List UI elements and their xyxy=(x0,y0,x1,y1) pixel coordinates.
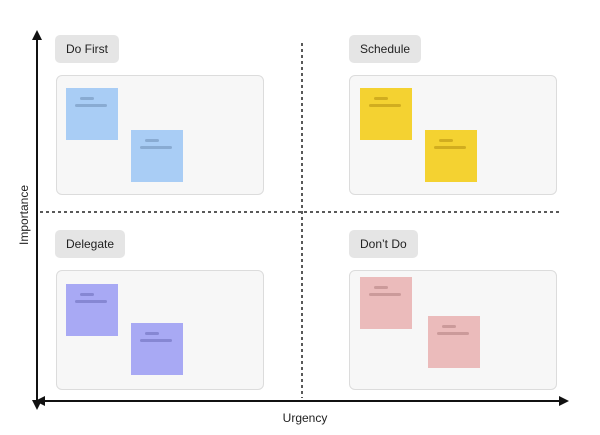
sticky-note[interactable] xyxy=(66,284,118,336)
note-line xyxy=(437,332,469,335)
sticky-note[interactable] xyxy=(66,88,118,140)
x-axis-label: Urgency xyxy=(282,411,328,425)
note-line xyxy=(140,339,172,342)
note-line xyxy=(75,300,107,303)
quadrant-label-dont-do: Don’t Do xyxy=(349,230,418,258)
sticky-note[interactable] xyxy=(428,316,480,368)
y-axis-label: Importance xyxy=(17,184,31,246)
note-line xyxy=(374,286,388,289)
quadrant-label-do-first: Do First xyxy=(55,35,119,63)
note-line xyxy=(145,139,159,142)
note-line xyxy=(369,104,401,107)
note-line xyxy=(145,332,159,335)
note-line xyxy=(75,104,107,107)
note-line xyxy=(80,293,94,296)
note-line xyxy=(140,146,172,149)
note-line xyxy=(369,293,401,296)
quadrant-label-delegate: Delegate xyxy=(55,230,126,258)
sticky-note[interactable] xyxy=(425,130,477,182)
note-line xyxy=(442,325,456,328)
note-line xyxy=(374,97,388,100)
sticky-note[interactable] xyxy=(360,277,412,329)
sticky-note[interactable] xyxy=(360,88,412,140)
note-line xyxy=(434,146,466,149)
note-line xyxy=(439,139,453,142)
sticky-note[interactable] xyxy=(131,130,183,182)
sticky-note[interactable] xyxy=(131,323,183,375)
quadrant-label-schedule: Schedule xyxy=(349,35,422,63)
note-line xyxy=(80,97,94,100)
